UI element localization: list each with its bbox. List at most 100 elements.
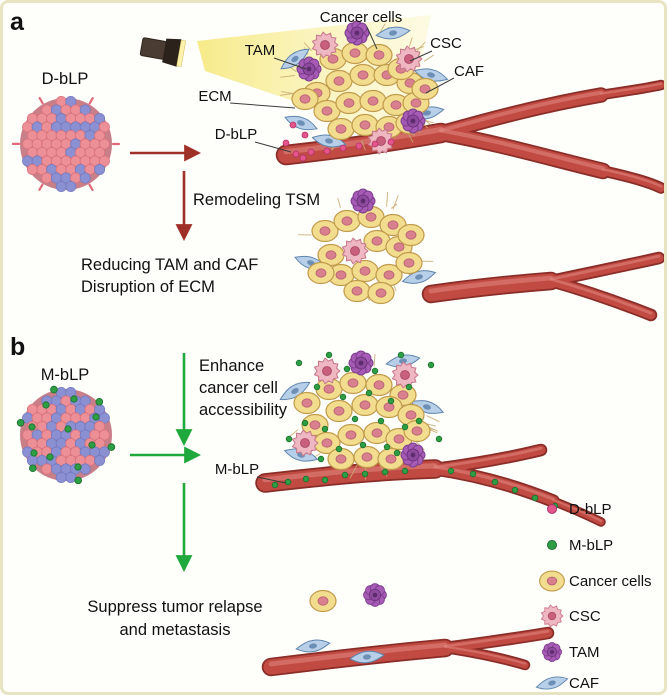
dblp-sphere (11, 96, 121, 192)
tam-cell (344, 20, 370, 46)
cancer-cell (301, 413, 329, 437)
relapse-cells (295, 583, 387, 664)
particle-dot (371, 140, 379, 148)
particle-dot (317, 455, 325, 463)
csc-cell (341, 237, 369, 265)
legend-label-mblp: M-bLP (569, 537, 613, 554)
tam-cell (348, 350, 374, 376)
particle-dot (415, 417, 423, 425)
tumor-mass (280, 19, 449, 155)
outcome-a-line2: Disruption of ECM (81, 278, 215, 296)
cancer-cell (377, 447, 405, 471)
caf-cell (280, 48, 310, 70)
particle-dot (289, 121, 297, 129)
csc-cell (540, 604, 564, 628)
particle-dot (393, 449, 401, 457)
legend-label-caf: CAF (569, 675, 599, 692)
csc-cell (395, 45, 423, 73)
tam-cell (541, 641, 563, 663)
cancer-cell (351, 259, 379, 283)
particle-dot (405, 383, 413, 391)
remodeling-label: Remodeling TSM (193, 191, 320, 209)
cancer-cell (367, 281, 395, 305)
cancer-cell (403, 419, 431, 443)
legend-label-csc: CSC (569, 608, 601, 625)
particle-dot (339, 144, 347, 152)
pointer-ecm (229, 102, 296, 109)
cancer-cell (335, 91, 363, 115)
particle-dot (355, 142, 363, 150)
pointer-cancer-cells (366, 26, 378, 50)
panel-a-label: a (10, 8, 25, 36)
particle-dot (359, 441, 367, 449)
vessel-primary (275, 79, 664, 194)
cancer-cell (293, 391, 321, 415)
pointer-caf (425, 77, 455, 94)
csc-cell (367, 127, 395, 155)
tumor-remodeled (294, 188, 437, 305)
annotation-dblp-vessel: D-bLP (215, 126, 258, 143)
annotation-caf: CAF (454, 63, 484, 80)
legend: D-bLP M-bLP Cancer cells CSC TAM CAF (535, 501, 652, 692)
particle-dot (511, 486, 519, 494)
particle-dot (321, 476, 329, 484)
annotation-ecm: ECM (198, 88, 231, 105)
csc-cell (311, 31, 339, 59)
caf-cell (349, 650, 385, 664)
legend-label-cancer-cells: Cancer cells (569, 573, 652, 590)
caf-cell (535, 676, 569, 690)
pointer-csc (409, 50, 433, 62)
annotation-tam: TAM (245, 42, 276, 59)
particle-dot (427, 361, 435, 369)
particle-dot (282, 139, 290, 147)
mblp-sphere (16, 385, 116, 485)
cancer-cell (397, 223, 425, 247)
tam-cell (296, 56, 322, 82)
enhance-line2: cancer cell (199, 379, 278, 397)
cancer-cell (539, 570, 565, 592)
mblp-dot-icon (547, 540, 557, 550)
panel-b-label: b (10, 333, 25, 361)
particle-dot (447, 467, 455, 475)
pointer-dblp (254, 141, 292, 153)
particle-dot (335, 445, 343, 453)
blood-vessel (421, 251, 664, 322)
cancer-cell (317, 243, 345, 267)
particle-dot (285, 435, 293, 443)
cancer-cell (343, 279, 371, 303)
caf-cell (284, 115, 318, 131)
flashlight-icon (139, 37, 187, 67)
cancer-cell (363, 421, 391, 445)
suppress-line2: and metastasis (120, 621, 231, 639)
caf-cell (311, 134, 347, 148)
tumor-mass (279, 350, 445, 480)
enhance-line3: accessibility (199, 401, 288, 419)
cancer-cell (411, 77, 439, 101)
figure-canvas: a D-bLP Cancer cells TAM CSC CAF ECM D-b… (10, 8, 664, 692)
suppress-line1: Suppress tumor relapse (87, 598, 262, 616)
particle-dot (361, 470, 369, 478)
mblp-nanoparticle (16, 385, 116, 485)
tam-cell (400, 442, 426, 468)
particle-dot (323, 147, 331, 155)
particle-dot (307, 148, 315, 156)
particle-dot (387, 138, 395, 146)
csc-cell (291, 429, 319, 457)
caf-cell (279, 381, 311, 401)
annotation-cancer-cells: Cancer cells (320, 9, 403, 26)
cancer-cell (351, 393, 379, 417)
particle-dot (381, 468, 389, 476)
particle-dot (341, 471, 349, 479)
cancer-cell (365, 373, 393, 397)
particle-dot (321, 425, 329, 433)
particle-dot (397, 351, 405, 359)
csc-cell (313, 357, 341, 385)
cancer-cell (315, 377, 343, 401)
particle-dot (469, 470, 477, 478)
tumor-mass (294, 188, 437, 305)
cancer-cell (333, 209, 361, 233)
particle-dot (301, 419, 309, 427)
cancer-cell (325, 399, 353, 423)
particle-dot (531, 494, 539, 502)
